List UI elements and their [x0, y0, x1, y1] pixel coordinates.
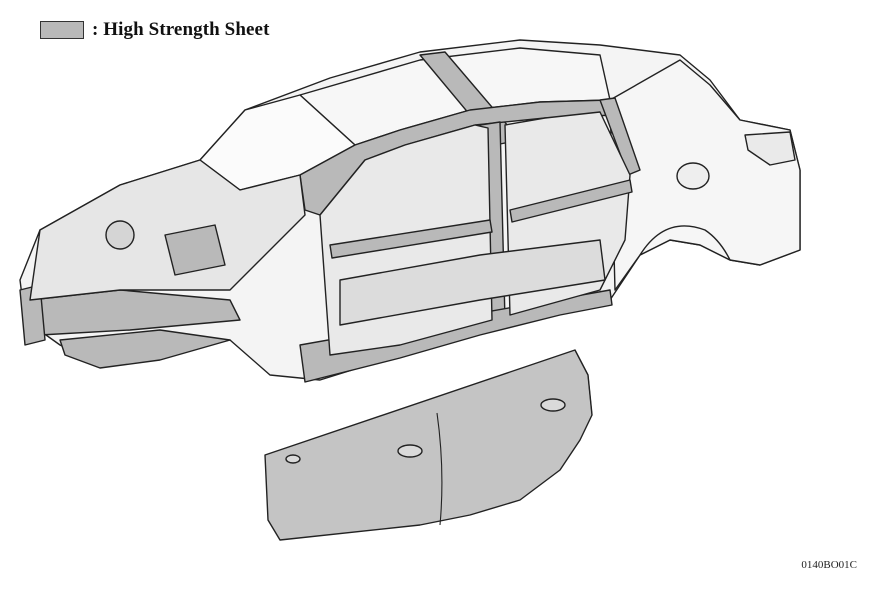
legend-swatch [40, 21, 84, 39]
engine-bay [29, 159, 306, 301]
door-mirror-mount [285, 454, 301, 464]
legend-label: : High Strength Sheet [92, 19, 270, 40]
figure-code: 0140BO01C [801, 559, 857, 571]
rear-wheel-arch [639, 225, 731, 261]
door-window-edge [574, 349, 593, 416]
rear-crossbar [509, 179, 633, 223]
door-seam [436, 412, 443, 526]
legend: : High Strength Sheet [40, 19, 270, 41]
door-handle-rear [540, 398, 566, 412]
tail-light [744, 131, 796, 166]
shock-tower [164, 224, 226, 276]
floor-panel [339, 239, 606, 326]
front-lower-member [59, 329, 231, 369]
door-handle-front [397, 444, 423, 458]
fuel-door [676, 162, 710, 190]
body-in-white [19, 39, 801, 383]
strut-mount [105, 220, 135, 250]
front-door [264, 349, 593, 541]
side-sill [299, 289, 613, 383]
dash-crossbar [329, 219, 493, 259]
